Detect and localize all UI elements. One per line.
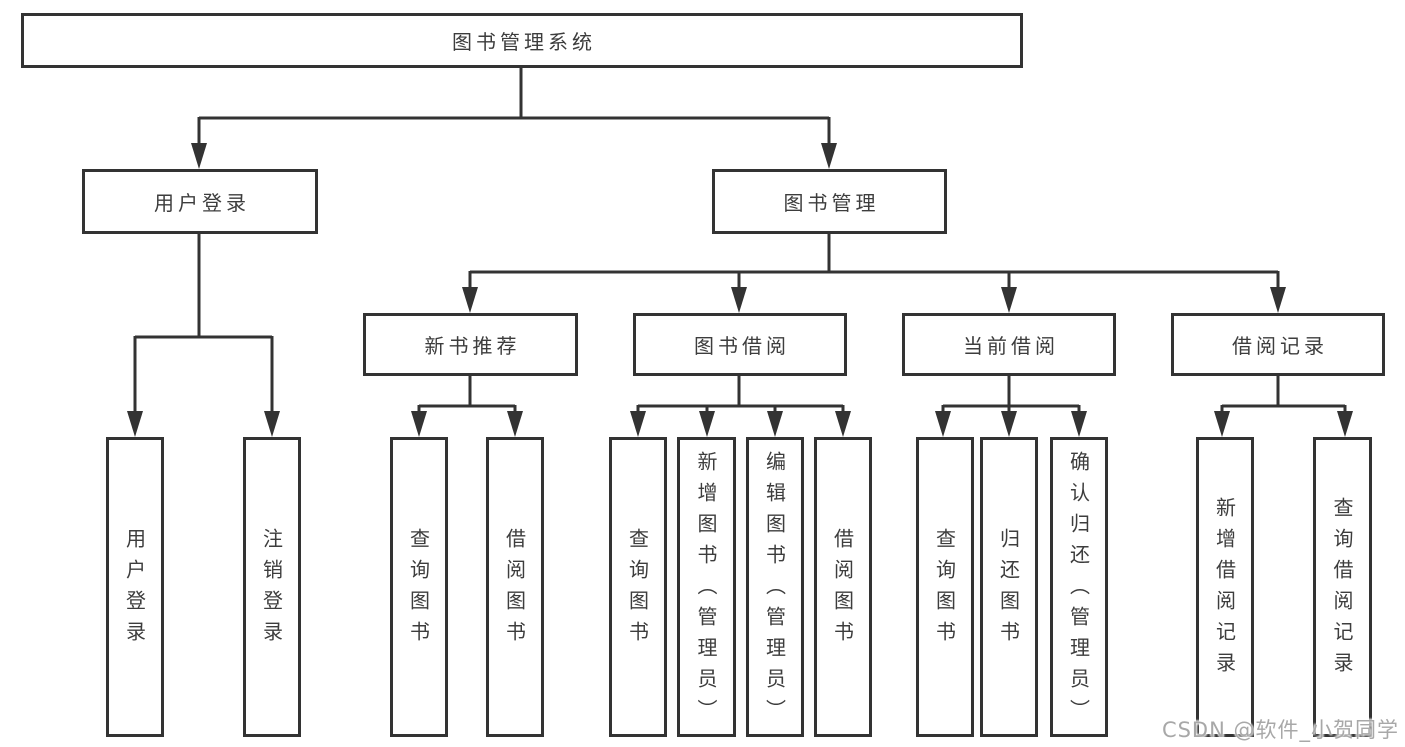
csdn-watermark: CSDN @软件_小贺同学 — [1161, 718, 1399, 742]
node-book-borrowing: 图书借阅 — [633, 313, 847, 376]
node-query-books-current: 查询图书 — [916, 437, 974, 737]
node-user-login-leaf: 用户登录 — [106, 437, 164, 737]
node-logout-leaf: 注销登录 — [243, 437, 301, 737]
node-borrow-books-recommend: 借阅图书 — [486, 437, 544, 737]
node-query-books-borrowing: 查询图书 — [609, 437, 667, 737]
node-user-login-module: 用户登录 — [82, 169, 318, 234]
node-add-book-admin: 新增图书（管理员） — [677, 437, 736, 737]
node-add-borrow-record: 新增借阅记录 — [1196, 437, 1254, 737]
node-edit-book-admin: 编辑图书（管理员） — [746, 437, 804, 737]
node-root-system: 图书管理系统 — [21, 13, 1023, 68]
node-book-management-module: 图书管理 — [712, 169, 947, 234]
node-current-borrowing: 当前借阅 — [902, 313, 1116, 376]
node-query-books-recommend: 查询图书 — [390, 437, 448, 737]
node-new-book-recommendation: 新书推荐 — [363, 313, 578, 376]
node-return-book: 归还图书 — [980, 437, 1038, 737]
node-borrow-books-borrowing: 借阅图书 — [814, 437, 872, 737]
node-confirm-return-admin: 确认归还（管理员） — [1050, 437, 1108, 737]
node-query-borrow-record: 查询借阅记录 — [1313, 437, 1372, 737]
node-borrowing-records: 借阅记录 — [1171, 313, 1385, 376]
